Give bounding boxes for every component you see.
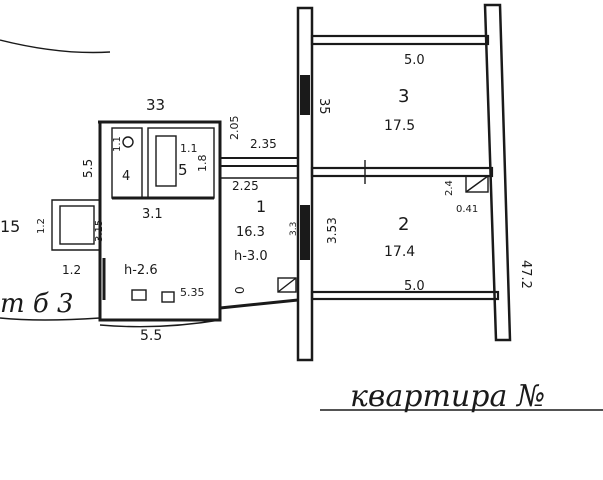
room5-fixture: [155, 135, 177, 187]
annex-label: 15: [0, 217, 20, 236]
room2-corner-box: [465, 175, 489, 193]
fixture-small-2: [161, 291, 175, 303]
door-2-05-label: 2.05: [228, 116, 241, 141]
tab-underline: [0, 317, 101, 321]
room2-height-label: 3.53: [325, 217, 339, 244]
room5-number: 5: [178, 161, 188, 179]
room2-corner-diagonal: [465, 175, 489, 193]
dim-2-25-label: 2.25: [232, 179, 259, 193]
annex-width-label: 1.2: [62, 263, 81, 277]
room3-number: 3: [398, 86, 409, 107]
room3-height-label: 35: [316, 98, 331, 115]
annex-inner: [59, 205, 95, 245]
door-2-35-wall: [219, 157, 299, 167]
room2-side-a: 2.4: [444, 180, 455, 196]
annex-dim-label: 1.2: [36, 218, 47, 234]
annex-outline: [51, 199, 100, 251]
right-wall: [483, 3, 512, 342]
total-height-label: 47.2: [518, 260, 533, 289]
corner-box-room1-diagonal: [277, 277, 297, 293]
left-block-width-label: 33: [146, 96, 165, 114]
room2-bottom-wall: [310, 290, 500, 301]
room1-area: 16.3: [236, 225, 265, 240]
central-wall-hatch-mid: [300, 205, 310, 260]
tab-label: т б 3: [0, 289, 74, 319]
room2-side-b: 0.41: [456, 204, 478, 215]
central-wall: [296, 6, 314, 362]
room2-number: 2: [398, 214, 409, 235]
ceiling-left-label: h-2.6: [124, 263, 158, 278]
room4-dim: 1.1: [112, 136, 123, 152]
left-corridor-width-label: 3.1: [142, 207, 163, 222]
door-2-35-label: 2.35: [250, 137, 277, 151]
bottom-dim-line: [99, 319, 221, 328]
dim-zero-label: 0: [233, 286, 247, 294]
central-wall-hatch-top: [300, 75, 310, 115]
bottom-width-label: 5.5: [140, 328, 162, 344]
dim-5-35-label: 5.35: [180, 286, 205, 299]
room3-room2-partition: [310, 166, 494, 178]
left-block-height-label: 5.5: [81, 159, 95, 178]
room4-number: 4: [122, 169, 130, 184]
room1-side: 3.3: [289, 222, 299, 236]
bottom-connecting-wall: [219, 298, 299, 310]
room5-area: 1.8: [196, 155, 209, 173]
caption-text: квартира №: [350, 379, 545, 414]
room2-area: 17.4: [384, 244, 415, 260]
room2-width-label: 5.0: [404, 279, 425, 294]
room3-area: 17.5: [384, 118, 415, 134]
room4-fixture: [122, 136, 134, 148]
fixture-small-1: [131, 289, 147, 301]
dim-3-15-label: 3.15: [94, 220, 105, 242]
left-guide-line: [0, 39, 111, 54]
corner-box-room1: [277, 277, 297, 293]
room3-top-wall: [310, 34, 490, 46]
room3-width-label: 5.0: [404, 53, 425, 68]
room1-number: 1: [256, 197, 266, 216]
room1-height: h-3.0: [234, 249, 268, 264]
room5-dim: 1.1: [180, 142, 198, 155]
